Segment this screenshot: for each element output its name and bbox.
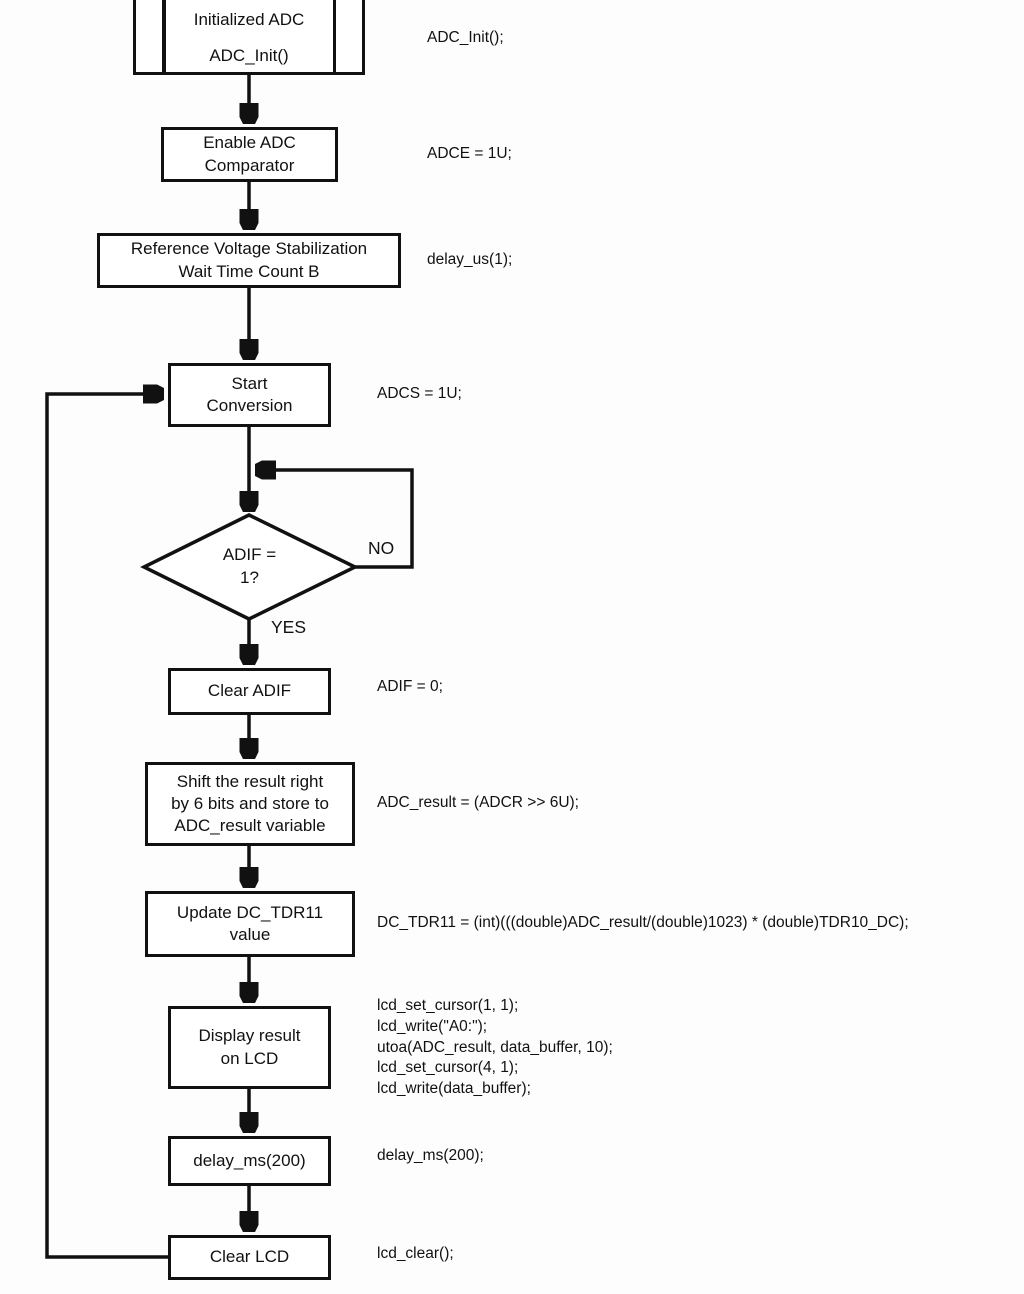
annotation-adce: ADCE = 1U;	[427, 145, 512, 162]
annotation-lcd-clear: lcd_clear();	[377, 1245, 454, 1262]
connector-no-loop	[257, 470, 414, 569]
node-clear-adif: Clear ADIF	[168, 668, 331, 715]
node-clear-lcd: Clear LCD	[168, 1235, 331, 1280]
node-update-dc-tdr11: Update DC_TDR11 value	[145, 891, 355, 957]
subroutine-strut-right	[332, 0, 336, 72]
branch-label-yes: YES	[271, 617, 307, 637]
node-reference-voltage-wait: Reference Voltage Stabilization Wait Tim…	[97, 233, 401, 288]
annotation-dc-tdr11: DC_TDR11 = (int)(((double)ADC_result/(do…	[377, 914, 909, 931]
annotation-adc-init: ADC_Init();	[427, 29, 504, 46]
node-initialized-adc-call: ADC_Init()	[209, 45, 289, 65]
node-enable-adc-comparator: Enable ADC Comparator	[161, 127, 338, 182]
node-initialized-adc-title: Initialized ADC	[193, 10, 305, 29]
branch-label-no: NO	[368, 538, 395, 558]
annotation-adcs: ADCS = 1U;	[377, 385, 462, 402]
annotation-delay-ms: delay_ms(200);	[377, 1147, 484, 1164]
decision-diamond-shape	[140, 513, 359, 621]
node-display-result-lcd: Display result on LCD	[168, 1006, 331, 1089]
subroutine-strut-left	[162, 0, 166, 72]
annotation-lcd-block: lcd_set_cursor(1, 1); lcd_write("A0:"); …	[377, 997, 613, 1098]
node-start-conversion: Start Conversion	[168, 363, 331, 427]
connector-clear-lcd-loopback	[45, 394, 168, 1259]
annotation-delay-us: delay_us(1);	[427, 251, 513, 268]
node-shift-result: Shift the result right by 6 bits and sto…	[145, 762, 355, 846]
node-initialized-adc: Initialized ADC ADC_Init()	[133, 0, 365, 75]
node-delay-ms: delay_ms(200)	[168, 1136, 331, 1186]
annotation-adc-result: ADC_result = (ADCR >> 6U);	[377, 794, 579, 811]
annotation-adif0: ADIF = 0;	[377, 678, 443, 695]
node-adif-decision-label: ADIF = 1?	[222, 545, 277, 587]
